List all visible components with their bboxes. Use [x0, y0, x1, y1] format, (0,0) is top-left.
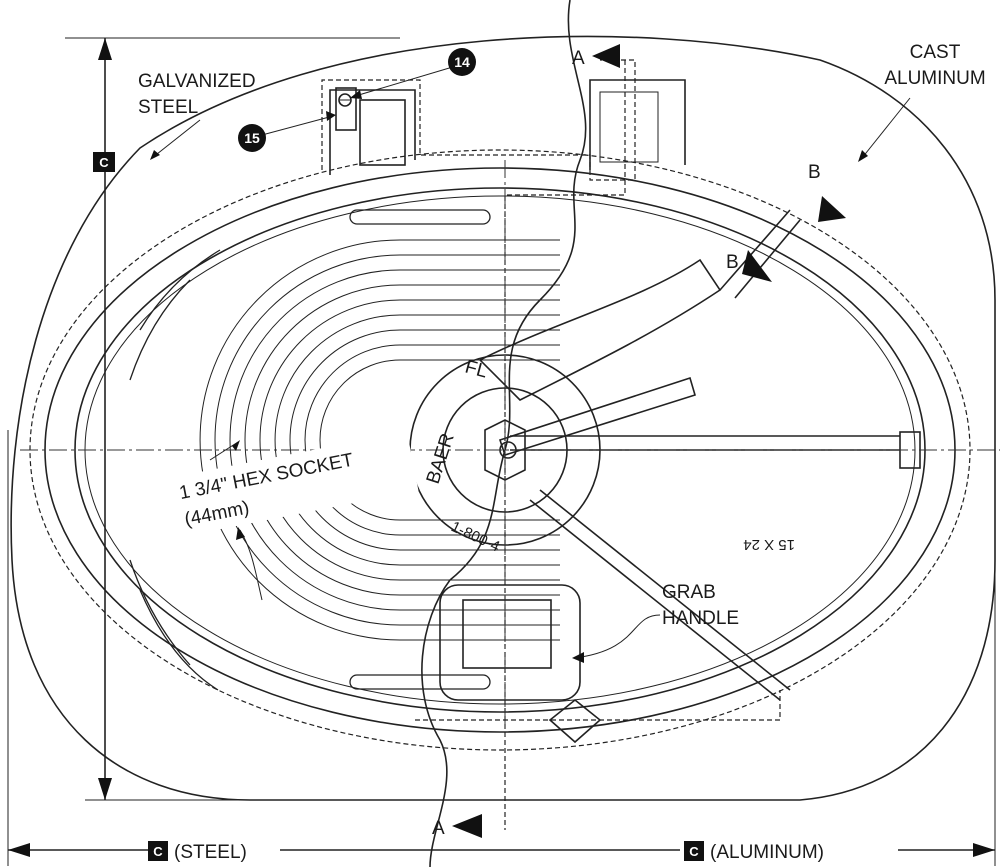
- callout-14-arrowhead: [350, 90, 362, 99]
- top-lug-left: [329, 89, 416, 175]
- section-a-bottom-label: A: [432, 818, 445, 839]
- hex-socket-arrow-bottom: [236, 527, 245, 540]
- hex-socket-leader-top: [209, 441, 239, 461]
- dim-letter-box-vertical: [93, 152, 115, 172]
- galvanized-steel-label: GALVANIZED: [138, 71, 256, 92]
- callout-15-number: 15: [244, 130, 260, 146]
- dim-horizontal-arrow-left: [8, 843, 30, 857]
- lug-slot-left: [359, 99, 406, 166]
- callout-15-badge: [238, 124, 266, 152]
- diagonal-bar-low: [539, 489, 791, 691]
- cast-aluminum-arrowhead: [858, 150, 868, 162]
- section-b-lower-label: B: [726, 252, 739, 273]
- dim-letter-vertical: C: [99, 155, 109, 170]
- section-a-bottom-arrow: [452, 814, 482, 838]
- screw-head-icon: [338, 93, 352, 107]
- dim-letter-steel: C: [153, 844, 163, 859]
- section-a-top-label: A: [572, 48, 585, 69]
- callout-14-leader: [351, 65, 457, 98]
- grab-handle-label: GRAB: [662, 582, 716, 603]
- diagonal-bar-low-2: [529, 499, 781, 701]
- grab-handle-outer: [439, 584, 581, 701]
- grab-handle-arrowhead: [572, 652, 584, 663]
- outer-frame-outline: [10, 35, 996, 801]
- grab-handle-label-2: HANDLE: [662, 608, 739, 629]
- galvanized-steel-label-2: STEEL: [138, 97, 198, 118]
- ribs-group: [199, 239, 560, 641]
- dim-horizontal-arrow-right: [973, 843, 995, 857]
- callout-15-leader: [261, 115, 334, 136]
- screw-bracket: [335, 87, 357, 131]
- cast-aluminum-label-2: ALUMINUM: [884, 68, 985, 89]
- cast-aluminum-label: CAST: [910, 42, 961, 63]
- vent-slots: [129, 209, 491, 691]
- break-line: [421, 0, 587, 867]
- dim-label-bg-aluminum: [680, 836, 898, 864]
- dim-steel-label: (STEEL): [174, 842, 247, 863]
- callout-15-arrowhead: [326, 111, 336, 121]
- dim-vertical-arrow-top: [98, 38, 112, 60]
- galvanized-steel-arrowhead: [150, 150, 160, 160]
- dim-aluminum-label: (ALUMINUM): [710, 842, 824, 863]
- hex-socket-label-group: 1 3/4" HEX SOCKET (44mm): [171, 431, 419, 537]
- callout-14-badge: [448, 48, 476, 76]
- callout-14-number: 14: [454, 54, 470, 70]
- brand-fl: FL: [463, 357, 490, 383]
- lug-slot-right: [599, 91, 659, 163]
- lever-link-2: [734, 219, 801, 299]
- lever-rod: [498, 376, 696, 456]
- section-a-top-arrow: [592, 44, 620, 68]
- section-b-top-label: B: [808, 162, 821, 183]
- dim-letter-aluminum: C: [689, 844, 699, 859]
- size-mark: 15 X 24: [743, 536, 795, 553]
- lug-dashed-outline: [321, 59, 636, 181]
- grab-handle-leader: [573, 614, 661, 659]
- lever-link: [719, 209, 791, 291]
- section-b-top-arrow: [818, 196, 846, 222]
- dim-label-bg-steel: [148, 836, 280, 864]
- bottom-dashed-line: [415, 690, 781, 721]
- dim-vertical-arrow-bottom: [98, 778, 112, 800]
- dim-letter-box-aluminum: [684, 841, 704, 861]
- top-lug-right: [589, 79, 686, 170]
- dim-letter-box-steel: [148, 841, 168, 861]
- hex-socket-arrow-top: [232, 440, 240, 451]
- diamond-mark: [548, 698, 602, 744]
- brand-baer: BAER: [423, 431, 459, 487]
- section-b-lower-arrow: [742, 250, 772, 282]
- galvanized-steel-leader: [151, 119, 201, 159]
- cast-aluminum-leader: [861, 97, 911, 159]
- grab-handle-inner: [462, 599, 552, 669]
